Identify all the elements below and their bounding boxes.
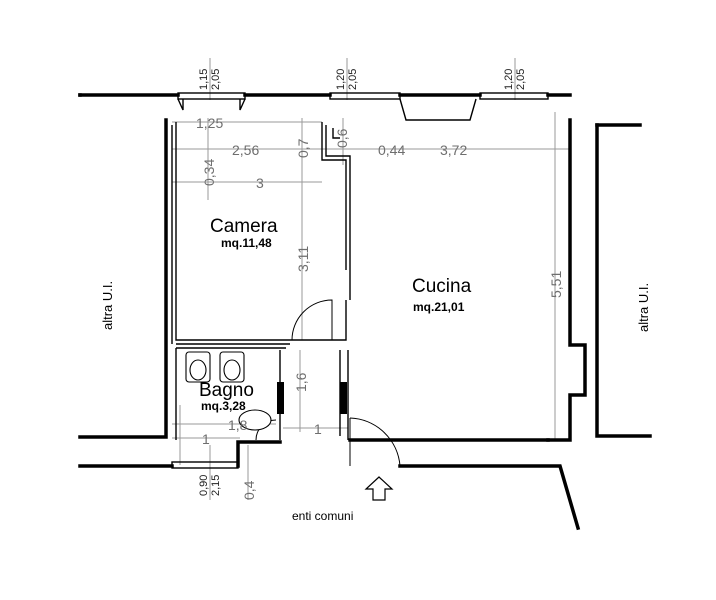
window-frame-bath	[171, 461, 239, 469]
bathroom-fixtures	[185, 351, 272, 431]
camera-label: Camera	[210, 216, 278, 237]
entrance-label: enti comuni	[292, 509, 353, 523]
window-bath-width: 0,90	[198, 475, 210, 496]
exterior-walls	[78, 92, 652, 531]
window-2-height: 2,05	[347, 69, 359, 90]
dim-07: 0,7	[295, 138, 311, 158]
window-2-width: 1,20	[335, 69, 347, 90]
window-bath-height: 2,15	[210, 475, 222, 496]
entrance-door-swing	[349, 417, 401, 467]
dim-125: 1,25	[196, 115, 223, 131]
dim-1a: 1	[202, 431, 210, 447]
window-frame-3	[479, 92, 549, 100]
entrance-arrow-icon	[364, 476, 394, 501]
camera-area: mq.11,48	[221, 236, 272, 250]
door-jamb-left	[277, 382, 284, 414]
bagno-label: Bagno	[199, 380, 254, 401]
neighbor-left-label: altra U.I.	[100, 281, 115, 330]
dim-3: 3	[256, 175, 264, 191]
dim-551: 5,51	[548, 271, 564, 298]
dim-256: 2,56	[232, 142, 259, 158]
dim-04: 0,4	[241, 480, 257, 500]
dim-044: 0,44	[378, 142, 405, 158]
interior-walls	[171, 122, 351, 469]
window-frame-2	[329, 92, 401, 100]
doors	[255, 299, 401, 467]
dimension-lines	[172, 58, 570, 500]
bagno-area: mq.3,28	[201, 399, 246, 413]
dim-034: 0,34	[201, 159, 217, 186]
dim-06: 0,6	[334, 128, 350, 148]
cucina-label: Cucina	[412, 276, 472, 297]
window-1-height: 2,05	[210, 69, 222, 90]
neighbor-right-label: altra U.I.	[636, 283, 651, 332]
dim-311: 3,11	[295, 246, 311, 272]
window-1-width: 1,15	[198, 69, 210, 90]
dim-18: 1,8	[228, 417, 248, 433]
window-frame-1	[177, 92, 246, 100]
cucina-area: mq.21,01	[413, 300, 465, 314]
sink-fixture	[238, 409, 272, 431]
dim-16: 1,6	[293, 372, 309, 392]
dim-372: 3,72	[440, 142, 467, 158]
dim-1b: 1	[314, 421, 322, 437]
door-jamb-right	[340, 382, 347, 414]
window-3-width: 1,20	[503, 69, 515, 90]
camera-door-swing	[291, 299, 333, 341]
window-3-height: 2,05	[515, 69, 527, 90]
